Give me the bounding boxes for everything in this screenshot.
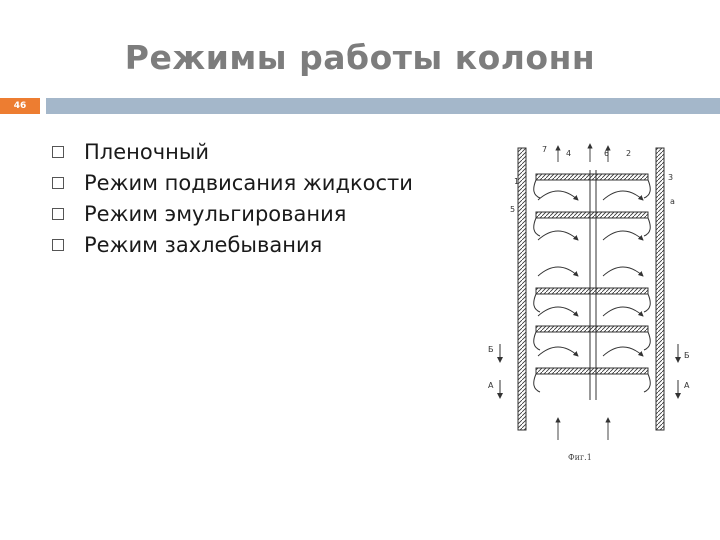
slide-number-box: [0, 98, 40, 114]
list-item: Режим эмульгирования: [52, 198, 413, 229]
bullet-list: Пленочный Режим подвисания жидкости Режи…: [52, 136, 413, 260]
label-2: 2: [626, 149, 631, 158]
bullet-text: Режим подвисания жидкости: [84, 170, 413, 195]
flow-arrows: [537, 143, 644, 440]
column-diagram: 1 2 3 4 5 6 7 а Б Б А А: [488, 143, 690, 440]
diagram-labels: 1 2 3 4 5 6 7 а Б Б А А: [488, 145, 690, 390]
label-4: 4: [566, 149, 571, 158]
label-a: а: [670, 197, 675, 206]
checkbox-bullet-icon: [52, 145, 64, 158]
label-a-right: А: [684, 381, 690, 390]
header-band: [46, 98, 720, 114]
list-item: Режим захлебывания: [52, 229, 413, 260]
label-b-left: Б: [488, 345, 494, 354]
list-item: Режим подвисания жидкости: [52, 167, 413, 198]
downcomers: [589, 170, 597, 400]
section-marks: [497, 344, 681, 399]
slide-number: 46: [13, 101, 27, 111]
tray: [533, 367, 651, 393]
bullet-text: Режим эмульгирования: [84, 201, 347, 226]
label-a-left: А: [488, 381, 494, 390]
figure-caption: Фиг.1: [568, 453, 592, 462]
label-7: 7: [542, 145, 547, 154]
column-walls: [517, 147, 665, 431]
checkbox-bullet-icon: [52, 176, 64, 189]
checkbox-bullet-icon: [52, 207, 64, 220]
tray: [533, 325, 651, 351]
label-5: 5: [510, 205, 515, 214]
checkbox-bullet-icon: [52, 238, 64, 251]
tray: [533, 173, 651, 199]
label-1: 1: [514, 177, 519, 186]
label-3: 3: [668, 173, 673, 182]
tray: [533, 211, 651, 237]
slide-title: Режимы работы колонн: [124, 38, 596, 77]
trays: [533, 173, 651, 393]
bullet-text: Режим захлебывания: [84, 232, 323, 257]
bullet-text: Пленочный: [84, 139, 210, 164]
list-item: Пленочный: [52, 136, 413, 167]
label-b-right: Б: [684, 351, 690, 360]
tray: [533, 287, 651, 313]
label-6: 6: [604, 149, 609, 158]
